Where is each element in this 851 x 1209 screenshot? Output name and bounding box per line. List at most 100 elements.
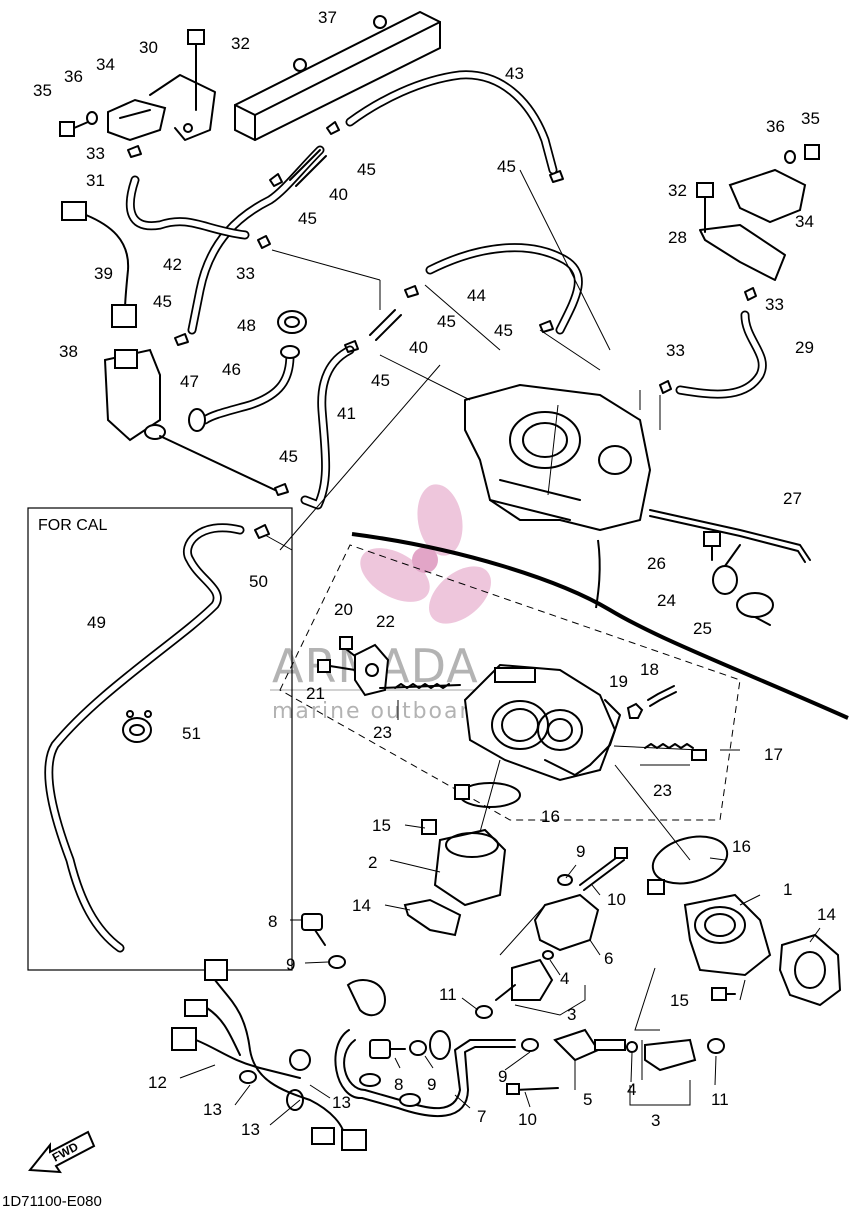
wire-39 [61,201,137,328]
callout-44: 44 [467,286,486,305]
for-cal-inset: FOR CAL [27,507,293,971]
callout-numbers: 37 30 32 34 36 35 43 33 45 31 45 40 45 3… [33,8,836,1139]
watermark-tagline: marine outboards [272,699,500,724]
hose-27 [649,509,811,563]
injector-3-right [626,1038,697,1072]
callout-9: 9 [498,1067,507,1086]
callout-4: 4 [560,969,569,988]
screw-21 [317,659,356,673]
fwd-arrow[interactable]: FWD [28,1130,96,1174]
callout-48: 48 [237,316,256,335]
callout-30: 30 [139,38,158,57]
callout-35: 35 [33,81,52,100]
injector-3-left [495,950,554,1001]
callout-10: 10 [607,890,626,909]
callout-45: 45 [357,160,376,179]
gasket-14-right [778,933,842,1007]
callout-15: 15 [670,991,689,1010]
bracket-30 [149,74,216,141]
clamp-50 [254,524,270,539]
callout-34: 34 [795,212,814,231]
callout-13: 13 [332,1093,351,1112]
fuel-hose-7 [334,1029,516,1117]
bolt-15-left [421,819,437,835]
callout-33: 33 [236,264,255,283]
bolt-32-right [696,182,714,233]
joint-2 [433,828,507,907]
throttle-body [463,663,621,782]
callout-26: 26 [647,554,666,573]
callout-25: 25 [693,619,712,638]
callout-1: 1 [783,880,792,899]
callout-8: 8 [268,912,277,931]
washer-36-left [86,111,98,125]
fuel-rail-37 [234,10,441,142]
hose-46 [200,345,300,425]
washer-9-lower [521,1038,539,1052]
callout-41: 41 [337,404,356,423]
callout-21: 21 [306,684,325,703]
callout-9: 9 [427,1075,436,1094]
clip-clamps [127,121,757,496]
callout-40: 40 [409,338,428,357]
bolt-15-right [711,987,736,1001]
callout-14: 14 [352,896,371,915]
sensor-26 [703,531,721,561]
callout-34: 34 [96,55,115,74]
delivery-pipe-6 [533,893,600,952]
callout-51: 51 [182,724,201,743]
sensor-22 [354,643,390,697]
hose-31 [125,175,250,240]
callout-24: 24 [657,591,676,610]
callout-45: 45 [497,157,516,176]
callout-3: 3 [567,1005,576,1024]
joint-1 [683,893,772,977]
callout-29: 29 [795,338,814,357]
callout-19: 19 [609,672,628,691]
callout-14: 14 [817,905,836,924]
washer-36-right [784,150,796,164]
callout-9: 9 [576,842,585,861]
callout-11: 11 [439,985,457,1004]
callout-28: 28 [668,228,687,247]
hose-44 [425,243,583,335]
spring-23-right [644,743,707,761]
callout-49: 49 [87,613,106,632]
callout-33: 33 [765,295,784,314]
callout-23: 23 [653,781,672,800]
callout-11: 11 [711,1090,729,1109]
callout-5: 5 [583,1090,592,1109]
nut-19 [626,702,644,719]
callout-45: 45 [371,371,390,390]
callout-45: 45 [437,312,456,331]
bolt-8-lower [369,1039,406,1059]
seal-11-left [475,1005,493,1019]
callout-45: 45 [153,292,172,311]
callout-10: 10 [518,1110,537,1129]
callout-16: 16 [732,837,751,856]
bracket-28 [699,224,786,281]
wire-harness-12 [171,959,367,1151]
leader-lines-top [271,169,661,551]
callout-12: 12 [148,1073,167,1092]
callout-6: 6 [604,949,613,968]
washer-9-left [328,955,346,969]
sensor-24 [712,544,741,595]
callout-20: 20 [334,600,353,619]
washer-9-upper [557,874,573,886]
callout-9: 9 [286,955,295,974]
hose-29 [675,310,767,399]
callout-7: 7 [477,1107,486,1126]
callout-4: 4 [627,1080,636,1099]
callout-3: 3 [651,1111,660,1130]
bolt-8-upper [301,913,326,946]
clamp-48 [277,310,307,334]
callout-22: 22 [376,612,395,631]
callout-46: 46 [222,360,241,379]
clamp-51 [122,710,152,743]
joint-pipe-40-lower [369,309,402,341]
callout-16: 16 [541,807,560,826]
callout-32: 32 [231,34,250,53]
callout-33: 33 [666,341,685,360]
